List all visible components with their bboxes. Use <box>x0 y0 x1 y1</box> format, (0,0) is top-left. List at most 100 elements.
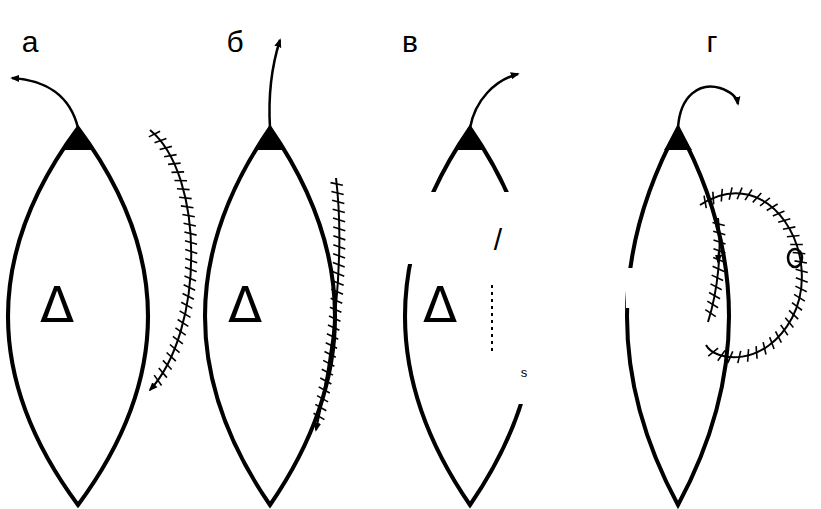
hatch-tick <box>329 316 340 321</box>
hatch-tick <box>709 293 720 299</box>
hatch-tick <box>760 198 770 206</box>
panel-letter: б <box>226 27 243 57</box>
panel-letter: в <box>402 27 418 57</box>
hatched-flow <box>150 130 191 390</box>
lens-outline <box>627 128 729 505</box>
hatch-tick <box>184 276 196 281</box>
hatch-tick <box>330 307 342 312</box>
hatch-tick <box>333 263 345 268</box>
hatch-tick <box>787 236 800 237</box>
hatch-tick <box>767 204 778 210</box>
hatch-tick <box>167 353 176 362</box>
hatch-tick <box>185 258 197 262</box>
hatch-tick <box>332 200 344 203</box>
hatch-tick <box>714 249 726 253</box>
triangle-symbol: Δ <box>228 280 262 330</box>
hatch-tick <box>315 404 326 410</box>
hatch-tick <box>745 189 752 200</box>
hatch-tick <box>776 331 782 342</box>
hatch-tick <box>179 197 192 198</box>
hatch-tick <box>181 302 192 308</box>
hatch-tick <box>770 337 774 349</box>
hatch-tick <box>323 360 334 366</box>
hatch-tick <box>322 369 333 375</box>
hatch-tick <box>175 328 185 335</box>
hatch-tick <box>712 192 714 205</box>
dotted-mark <box>491 285 493 355</box>
hatch-tick <box>332 272 344 277</box>
hatch-tick <box>160 146 172 149</box>
hatch-tick <box>793 253 806 254</box>
hatch-tick <box>738 351 741 363</box>
lens-body: Δ <box>226 278 264 332</box>
filled-tip <box>664 128 692 150</box>
hatch-tick <box>708 348 718 356</box>
hatch-tick <box>181 206 194 208</box>
hatch-tick <box>737 188 742 200</box>
hatch-tick <box>163 360 172 369</box>
hatch-tick <box>332 280 344 285</box>
lens-outline <box>8 128 148 505</box>
mark-symbol: s <box>521 366 528 379</box>
hatch-tick <box>713 266 725 271</box>
hatch-tick <box>170 344 180 352</box>
filled-tip <box>455 128 485 150</box>
hatch-tick <box>182 215 194 217</box>
hatch-tick <box>317 396 328 402</box>
hatch-tick <box>154 375 161 385</box>
hatch-tick <box>795 286 806 292</box>
hatch-tick <box>314 413 325 419</box>
hatch-tick <box>790 244 803 246</box>
hatch-tick <box>159 368 167 378</box>
mark-symbol: / <box>494 225 502 255</box>
hatch-tick <box>785 318 793 328</box>
hatch-tick <box>184 232 196 235</box>
flow-arrow <box>678 87 738 128</box>
hatch-tick <box>711 284 722 290</box>
hatch-tick <box>773 211 785 216</box>
hatch-tick <box>331 191 343 194</box>
hatch-tick <box>333 227 345 231</box>
hatch-tick <box>326 343 337 349</box>
triangle-symbol: Δ <box>40 280 74 330</box>
hatch-tick <box>796 278 808 282</box>
hatch-tick <box>729 187 732 199</box>
hatch-tick <box>794 294 805 301</box>
hatched-flow <box>316 178 339 430</box>
hatch-tick <box>173 336 183 344</box>
hatch-tick <box>333 209 345 212</box>
flow-arrow <box>12 78 78 128</box>
triangle-symbol: Δ <box>423 280 457 330</box>
hatch-tick <box>704 196 706 208</box>
hatch-tick <box>320 378 331 384</box>
hatch-tick <box>783 227 795 229</box>
lens-body: Δ <box>421 278 459 332</box>
hatched-flow <box>700 193 802 357</box>
hatch-tick <box>714 240 726 244</box>
filled-tip <box>63 128 93 150</box>
blank-area <box>398 192 538 264</box>
lens-outline <box>205 128 335 505</box>
hatch-tick <box>174 180 187 182</box>
flow-arrow <box>470 74 518 128</box>
filled-tip <box>255 128 285 150</box>
hatch-tick <box>149 131 160 137</box>
hatch-tick <box>728 351 733 363</box>
flow-arrow <box>269 40 280 128</box>
hatch-tick <box>718 350 725 360</box>
hatch-tick <box>328 325 339 330</box>
loop-mark <box>788 249 802 267</box>
hatch-tick <box>713 258 725 263</box>
hatch-tick <box>178 319 189 326</box>
hatch-tick <box>753 193 762 202</box>
hatch-tick <box>792 303 802 311</box>
hatch-tick <box>705 310 716 317</box>
hatch-tick <box>747 349 750 362</box>
hatch-tick <box>333 254 345 258</box>
hatch-tick <box>794 261 806 263</box>
blank-area <box>482 264 542 404</box>
hatch-tick <box>180 311 191 317</box>
panel-letter: а <box>22 27 39 57</box>
lens-body: Δ <box>38 278 76 332</box>
